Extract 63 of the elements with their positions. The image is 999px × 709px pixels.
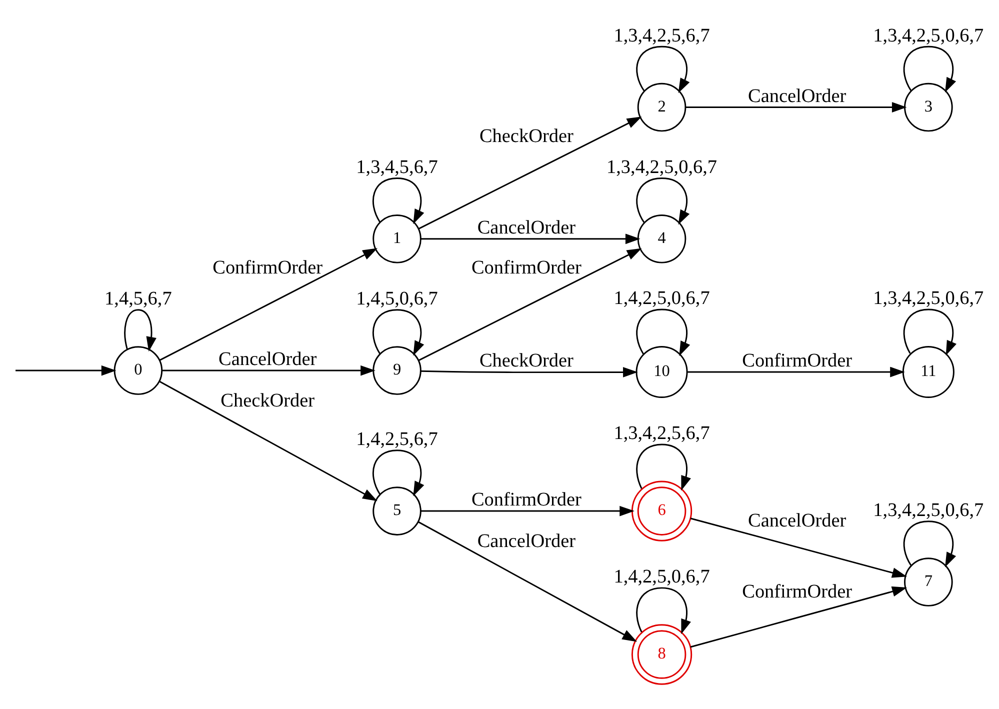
edge-label: 1,4,2,5,0,6,7 [614,288,710,309]
edge-label: CheckOrder [479,125,574,146]
arrow [636,308,690,356]
node-circle: 2 [637,82,686,132]
edge-label: 1,3,4,2,5,6,7 [614,422,710,444]
arrow [903,45,956,92]
edge-label: CheckOrder [220,390,315,412]
edge-label: 1,4,5,0,6,7 [356,288,438,310]
edge-label: 1,4,2,5,6,7 [356,428,438,450]
arrow [690,586,907,648]
arrow [124,308,156,352]
arrow [686,102,907,112]
node-circle: 4 [637,214,686,263]
arrow [420,233,640,244]
arrow [418,248,642,361]
edge-label: ConfirmOrder [742,580,852,602]
edge-label: 1,3,4,2,5,0,6,7 [873,500,984,521]
edge-label: CancelOrder [477,530,576,552]
edge-label: 1,3,4,2,5,0,6,7 [873,24,984,46]
arrow [418,520,638,642]
node-circle: 5 [372,486,422,535]
arrow [158,380,378,501]
node-circle: 1 [372,214,422,263]
edge-label: CancelOrder [748,85,846,106]
node-circle: 9 [372,346,422,394]
arrow [162,364,376,376]
node-circle: 10 [636,346,688,398]
node-circle: 7 [904,557,953,606]
arrow [372,177,424,224]
arrow [418,116,642,229]
arrow [636,443,691,490]
edge-label: CheckOrder [479,350,574,372]
edge-label: 1,3,4,2,5,0,6,7 [606,156,718,178]
arrow [688,366,905,377]
arrow [903,520,956,567]
arrow [420,505,634,516]
edge-label: 1,4,5,6,7 [104,288,172,310]
edge-label: 1,4,2,5,0,6,7 [614,566,710,588]
arrow [903,308,956,355]
edge-label: CancelOrder [218,348,317,370]
arrow [690,517,907,578]
arrow [16,364,116,376]
node-circle: 3 [904,82,953,132]
arrow [636,45,690,93]
node-circle: 11 [902,346,954,398]
edge-label: ConfirmOrder [471,257,582,278]
node-circle: 8 [631,624,692,684]
arrow [636,177,690,224]
arrow [372,308,424,356]
edge-label: ConfirmOrder [212,257,323,278]
arrow [372,449,424,496]
edge-label: 1,3,4,2,5,6,7 [614,24,710,46]
edge-label: ConfirmOrder [742,350,852,372]
arrow [159,248,378,360]
arrow [636,586,691,634]
node-circle: 6 [631,480,692,541]
edge-label: 1,3,4,5,6,7 [356,156,438,178]
edge-label: CancelOrder [748,510,846,531]
node-circle: 0 [114,346,163,394]
edge-label: 1,3,4,2,5,0,6,7 [873,288,984,309]
edge-label: ConfirmOrder [471,489,582,510]
arrow [420,366,638,377]
edge-label: CancelOrder [477,217,576,238]
